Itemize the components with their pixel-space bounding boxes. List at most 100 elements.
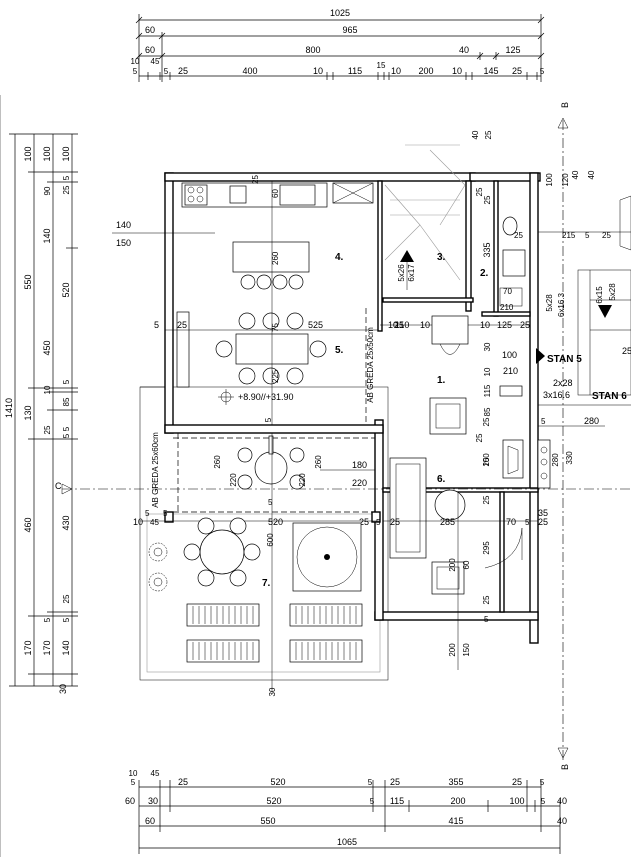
svg-text:5x28: 5x28 — [545, 294, 554, 312]
section-label-b-top: B — [560, 102, 570, 108]
svg-text:60: 60 — [271, 189, 280, 198]
svg-text:5: 5 — [43, 617, 52, 622]
svg-text:25: 25 — [390, 517, 400, 527]
sun-loungers — [186, 603, 363, 663]
stan5-arrow-icon — [536, 348, 545, 364]
svg-text:520: 520 — [61, 282, 71, 297]
section-arrow-icon — [557, 747, 569, 759]
svg-text:280: 280 — [584, 416, 599, 426]
svg-text:70: 70 — [503, 287, 512, 296]
svg-text:550: 550 — [260, 816, 275, 826]
svg-text:25: 25 — [178, 66, 188, 76]
svg-text:+8.90//+31.90: +8.90//+31.90 — [238, 392, 294, 402]
kitchen-dims: 25 60 260 4. 5 25 75 525 225 5. 140 150 — [112, 175, 378, 425]
apartment-label-stan5: STAN 5 — [547, 354, 582, 365]
svg-text:25: 25 — [602, 231, 611, 240]
svg-text:280: 280 — [551, 453, 560, 467]
dim-total-top: 1025 — [330, 8, 350, 18]
svg-text:25: 25 — [178, 777, 188, 787]
svg-text:25: 25 — [482, 457, 491, 466]
svg-text:6x16.3: 6x16.3 — [557, 292, 566, 317]
svg-text:140: 140 — [116, 220, 131, 230]
room-number-1: 1. — [437, 375, 446, 386]
svg-text:5: 5 — [62, 426, 71, 431]
neighbor-stairs — [536, 195, 631, 489]
svg-text:6x17: 6x17 — [407, 264, 416, 282]
svg-text:40: 40 — [471, 130, 480, 139]
svg-text:25: 25 — [390, 777, 400, 787]
plant-icon — [148, 542, 168, 592]
svg-text:180: 180 — [352, 460, 367, 470]
svg-text:5: 5 — [541, 797, 546, 806]
svg-text:5: 5 — [62, 617, 71, 622]
svg-text:520: 520 — [268, 517, 283, 527]
entry-furniture — [429, 315, 523, 435]
svg-text:10: 10 — [483, 367, 492, 376]
svg-text:25: 25 — [482, 495, 491, 504]
terrace-area-7: 10 5 45 5 520 600 25 5 7. — [133, 433, 471, 696]
svg-text:120: 120 — [561, 173, 570, 187]
svg-text:400: 400 — [242, 66, 257, 76]
room-number-6: 6. — [437, 474, 446, 485]
dim-total-bottom: 1065 — [337, 837, 357, 847]
svg-text:30: 30 — [268, 687, 277, 696]
svg-text:10: 10 — [43, 385, 52, 394]
svg-text:225: 225 — [271, 369, 280, 383]
svg-text:260: 260 — [314, 455, 323, 469]
svg-text:25: 25 — [538, 517, 548, 527]
svg-text:145: 145 — [483, 66, 498, 76]
svg-text:430: 430 — [61, 515, 71, 530]
svg-text:60: 60 — [145, 25, 155, 35]
svg-text:10: 10 — [133, 517, 143, 527]
room-number-5: 5. — [335, 345, 344, 356]
svg-text:450: 450 — [42, 340, 52, 355]
svg-text:25: 25 — [62, 594, 71, 603]
svg-text:60: 60 — [125, 796, 135, 806]
svg-text:5: 5 — [133, 67, 138, 76]
svg-text:125: 125 — [497, 320, 512, 330]
top-dimensions: 1025 60 965 60 800 40 125 10 45 5 5 25 4… — [131, 8, 545, 82]
svg-text:10: 10 — [452, 66, 462, 76]
beam-label-25x60: AB GREDA 25x60cm — [151, 432, 160, 508]
hall-dims: 10 25 110 10 100 10 125 25 100 210 30 10… — [380, 187, 530, 442]
svg-text:5: 5 — [540, 778, 545, 787]
svg-text:5: 5 — [376, 518, 381, 527]
svg-text:5x28: 5x28 — [608, 283, 617, 301]
svg-text:5x26: 5x26 — [397, 264, 406, 282]
svg-text:460: 460 — [23, 517, 33, 532]
kitchen-counter — [181, 182, 374, 273]
sideboard — [176, 311, 190, 388]
svg-text:5: 5 — [264, 417, 273, 422]
dim-total-left: 1410 — [4, 398, 14, 418]
svg-text:220: 220 — [352, 478, 367, 488]
svg-text:200: 200 — [450, 796, 465, 806]
svg-text:5: 5 — [62, 175, 71, 180]
section-label-c: C — [55, 481, 62, 491]
section-arrow-icon — [557, 117, 569, 129]
svg-text:85: 85 — [62, 397, 71, 406]
svg-text:150: 150 — [462, 643, 471, 657]
svg-text:800: 800 — [305, 45, 320, 55]
svg-text:220: 220 — [229, 473, 238, 487]
living-room: 6. 285 25 70 35 25 5 295 25 200 60 5 25 … — [383, 417, 548, 624]
svg-text:6x15: 6x15 — [595, 286, 604, 304]
armchair — [431, 561, 465, 595]
svg-text:10: 10 — [480, 320, 490, 330]
svg-text:25: 25 — [514, 231, 523, 240]
kitchen-island — [232, 241, 310, 273]
svg-text:10: 10 — [131, 57, 140, 66]
svg-text:220: 220 — [298, 473, 307, 487]
svg-text:25: 25 — [520, 320, 530, 330]
door-swing-icon — [484, 527, 523, 569]
svg-text:130: 130 — [23, 405, 33, 420]
svg-text:215: 215 — [562, 231, 576, 240]
svg-text:40: 40 — [571, 170, 580, 179]
svg-text:25: 25 — [62, 185, 71, 194]
svg-text:10: 10 — [391, 66, 401, 76]
svg-text:5: 5 — [164, 67, 169, 76]
svg-text:10: 10 — [129, 769, 138, 778]
svg-text:5: 5 — [368, 778, 373, 787]
left-dimensions: 1410 100 550 130 460 170 30 100 90 140 5… — [4, 133, 78, 694]
svg-text:45: 45 — [151, 57, 160, 66]
